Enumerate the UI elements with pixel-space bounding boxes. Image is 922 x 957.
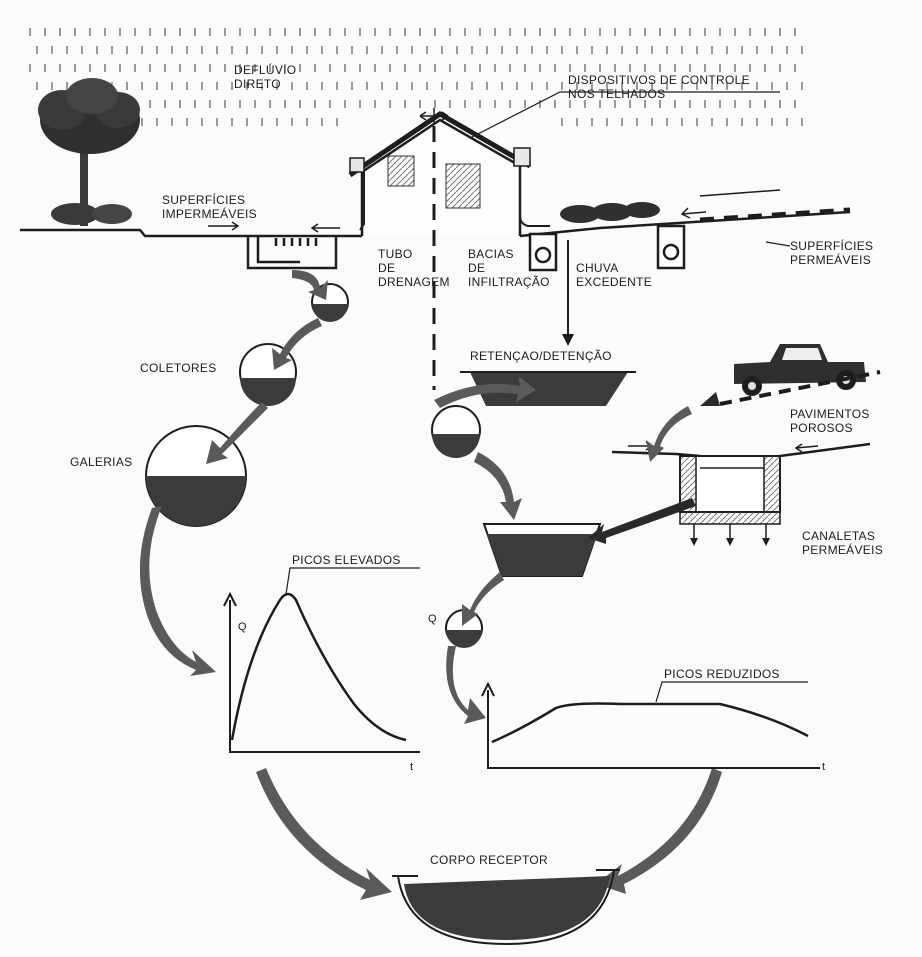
label-infiltration-2: DE xyxy=(468,261,485,275)
label-roof-controls-2: NOS TELHADOS xyxy=(568,87,665,101)
excess-rain-arrow xyxy=(562,240,574,346)
label-drain-pipe-1: TUBO xyxy=(378,247,413,261)
infiltration-basin-2 xyxy=(656,224,686,270)
label-high-peaks: PICOS ELEVADOS xyxy=(292,553,401,567)
label-galleries: GALERIAS xyxy=(70,455,132,469)
permeable-channel xyxy=(611,441,871,525)
label-collectors: COLETORES xyxy=(140,361,217,375)
label-permeable-1: SUPERFÍCIES xyxy=(790,238,873,253)
axis-q-right: Q xyxy=(428,613,437,625)
label-runoff-1: DEFLÚVIO xyxy=(234,62,296,77)
porous-pavement xyxy=(700,370,881,406)
labels: DEFLÚVIO DIRETO DISPOSITIVOS DE CONTROLE… xyxy=(70,62,883,867)
hydrograph-high xyxy=(223,567,420,753)
flow-arrows-surface xyxy=(208,221,340,233)
label-reduced-peaks: PICOS REDUZIDOS xyxy=(664,667,780,681)
leader-lines xyxy=(469,91,791,247)
label-excess-rain-2: EXCEDENTE xyxy=(576,275,652,289)
label-infiltration-1: BACIAS xyxy=(468,247,514,261)
label-retention: RETENÇAO/DETENÇÃO xyxy=(470,349,612,363)
receiving-body xyxy=(392,869,620,946)
infiltration-arrows xyxy=(690,524,770,546)
tree-icon xyxy=(38,78,140,226)
label-roof-controls-1: DISPOSITIVOS DE CONTROLE xyxy=(568,73,750,87)
retention-basin xyxy=(460,371,636,406)
label-permeable-2: PERMEÁVEIS xyxy=(790,252,871,267)
bushes-icon xyxy=(560,202,660,223)
label-impermeable-1: SUPERFÍCIES xyxy=(162,192,245,207)
label-porous-pavement-2: POROSOS xyxy=(790,421,853,435)
rain-field xyxy=(29,28,803,126)
retention-outlet-circle xyxy=(431,405,481,458)
house-icon xyxy=(348,108,550,236)
infiltration-basin-1 xyxy=(528,232,558,272)
label-permeable-channels-2: PERMEÁVEIS xyxy=(802,542,883,557)
label-runoff-2: DIRETO xyxy=(234,77,281,91)
hydrograph-reduced xyxy=(481,681,820,769)
axis-t-right: t xyxy=(822,761,825,773)
label-porous-pavement-1: PAVIMENTOS xyxy=(790,407,870,421)
inlet-box xyxy=(246,236,338,270)
axis-q-left: Q xyxy=(238,621,247,633)
label-drain-pipe-2: DE xyxy=(378,261,395,275)
flow-arrows-main xyxy=(139,270,722,900)
label-drain-pipe-3: DRENAGEM xyxy=(378,275,450,289)
axis-t-left: t xyxy=(410,761,413,773)
detention-basin xyxy=(482,523,602,577)
label-infiltration-3: INFILTRAÇÃO xyxy=(468,275,550,289)
rain-arrows-right xyxy=(680,189,781,219)
label-permeable-channels-1: CANALETAS xyxy=(802,529,875,543)
label-receiving-body: CORPO RECEPTOR xyxy=(430,853,548,867)
label-impermeable-2: IMPERMEÁVEIS xyxy=(162,206,257,221)
label-excess-rain-1: CHUVA xyxy=(576,261,619,275)
drain-pipe-circle xyxy=(311,283,349,322)
permeable-surface xyxy=(699,207,851,223)
